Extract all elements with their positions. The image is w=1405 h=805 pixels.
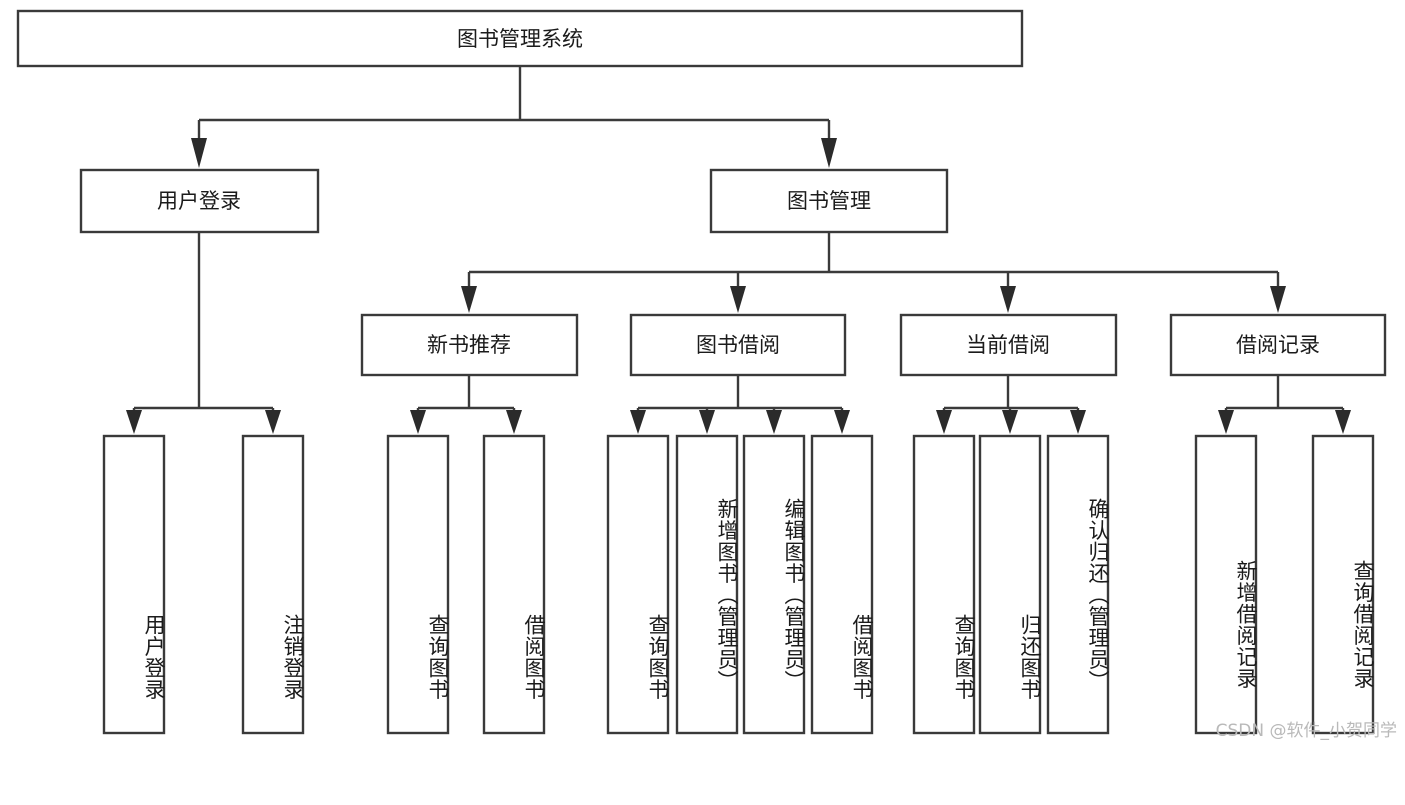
- arrow-head-book-management: [821, 138, 837, 168]
- connector-group-borrowrecord-to-leaves: [1218, 375, 1351, 434]
- arrow-head-leaf-query-book-recommend: [410, 410, 426, 434]
- node-user-login[interactable]: 用户登录: [79, 168, 320, 234]
- arrow-head-leaf-confirm-return-admin: [1070, 410, 1086, 434]
- connector-group-newbook-to-leaves: [410, 375, 522, 434]
- arrow-head-leaf-add-borrow-record: [1218, 410, 1234, 434]
- node-leaf-query-borrow-record-box[interactable]: [1311, 434, 1375, 735]
- arrow-head-leaf-return-book: [1002, 410, 1018, 434]
- arrow-head-leaf-borrow-book: [834, 410, 850, 434]
- node-current-borrow[interactable]: 当前借阅: [899, 313, 1118, 377]
- arrow-head-borrow-record: [1270, 286, 1286, 313]
- node-leaf-borrow-book-box[interactable]: [810, 434, 874, 735]
- node-leaf-user-login-box[interactable]: [102, 434, 166, 735]
- node-book-management-box[interactable]: [709, 168, 949, 234]
- node-leaf-add-borrow-record-box[interactable]: [1194, 434, 1258, 735]
- node-new-book-recommend[interactable]: 新书推荐: [360, 313, 579, 377]
- node-leaf-confirm-return-admin-box[interactable]: [1046, 434, 1110, 735]
- node-borrow-record[interactable]: 借阅记录: [1169, 313, 1387, 377]
- node-root-box[interactable]: [16, 9, 1024, 68]
- node-book-management[interactable]: 图书管理: [709, 168, 949, 234]
- node-leaf-add-book-admin-box[interactable]: [675, 434, 739, 735]
- node-leaf-return-book-box[interactable]: [978, 434, 1042, 735]
- node-user-login-label: 用户登录: [157, 189, 241, 213]
- node-book-management-label: 图书管理: [787, 189, 871, 213]
- arrow-head-book-borrow: [730, 286, 746, 313]
- node-leaf-edit-book-admin-box[interactable]: [742, 434, 806, 735]
- node-leaf-query-book-borrow-box[interactable]: [606, 434, 670, 735]
- connector-group-userlogin-to-leaves: [126, 232, 281, 434]
- node-new-book-recommend-box[interactable]: [360, 313, 579, 377]
- arrow-head-leaf-query-book-borrow: [630, 410, 646, 434]
- arrow-head-leaf-user-login: [126, 410, 142, 434]
- connector-group-bookmanagement-to-level2: [461, 232, 1286, 313]
- arrow-head-leaf-query-borrow-record: [1335, 410, 1351, 434]
- connector-group-root-to-level1: [191, 66, 837, 168]
- node-book-borrow[interactable]: 图书借阅: [629, 313, 847, 377]
- node-new-book-recommend-label: 新书推荐: [427, 333, 511, 357]
- node-leaf-logout-box[interactable]: [241, 434, 305, 735]
- watermark-text: CSDN @软件_小贺同学: [1215, 721, 1397, 741]
- arrow-head-current-borrow: [1000, 286, 1016, 313]
- node-root-label: 图书管理系统: [457, 27, 583, 51]
- leaf-box-group: [102, 434, 1375, 735]
- connector-group-currentborrow-to-leaves: [936, 375, 1086, 434]
- node-leaf-query-book-current-box[interactable]: [912, 434, 976, 735]
- node-book-borrow-label: 图书借阅: [696, 333, 780, 357]
- arrow-head-leaf-query-book-current: [936, 410, 952, 434]
- arrow-head-new-book-recommend: [461, 286, 477, 313]
- arrow-head-leaf-logout: [265, 410, 281, 434]
- flowchart-diagram: 图书管理系统 用户登录 图书管理 新书推荐 图书借阅 当前借阅 借阅记录: [16, 9, 1397, 741]
- node-book-borrow-box[interactable]: [629, 313, 847, 377]
- node-current-borrow-label: 当前借阅: [966, 333, 1050, 357]
- arrow-head-user-login: [191, 138, 207, 168]
- arrow-head-leaf-add-book-admin: [699, 410, 715, 434]
- node-user-login-box[interactable]: [79, 168, 320, 234]
- node-leaf-borrow-book-recommend-box[interactable]: [482, 434, 546, 735]
- node-leaf-query-book-recommend-box[interactable]: [386, 434, 450, 735]
- node-root[interactable]: 图书管理系统: [16, 9, 1024, 68]
- node-current-borrow-box[interactable]: [899, 313, 1118, 377]
- node-borrow-record-box[interactable]: [1169, 313, 1387, 377]
- connector-group-bookborrow-to-leaves: [630, 375, 850, 434]
- flowchart-canvas: 图书管理系统 用户登录 图书管理 新书推荐 图书借阅 当前借阅 借阅记录: [16, 9, 1387, 735]
- arrow-head-leaf-borrow-book-recommend: [506, 410, 522, 434]
- node-borrow-record-label: 借阅记录: [1236, 333, 1320, 357]
- arrow-head-leaf-edit-book-admin: [766, 410, 782, 434]
